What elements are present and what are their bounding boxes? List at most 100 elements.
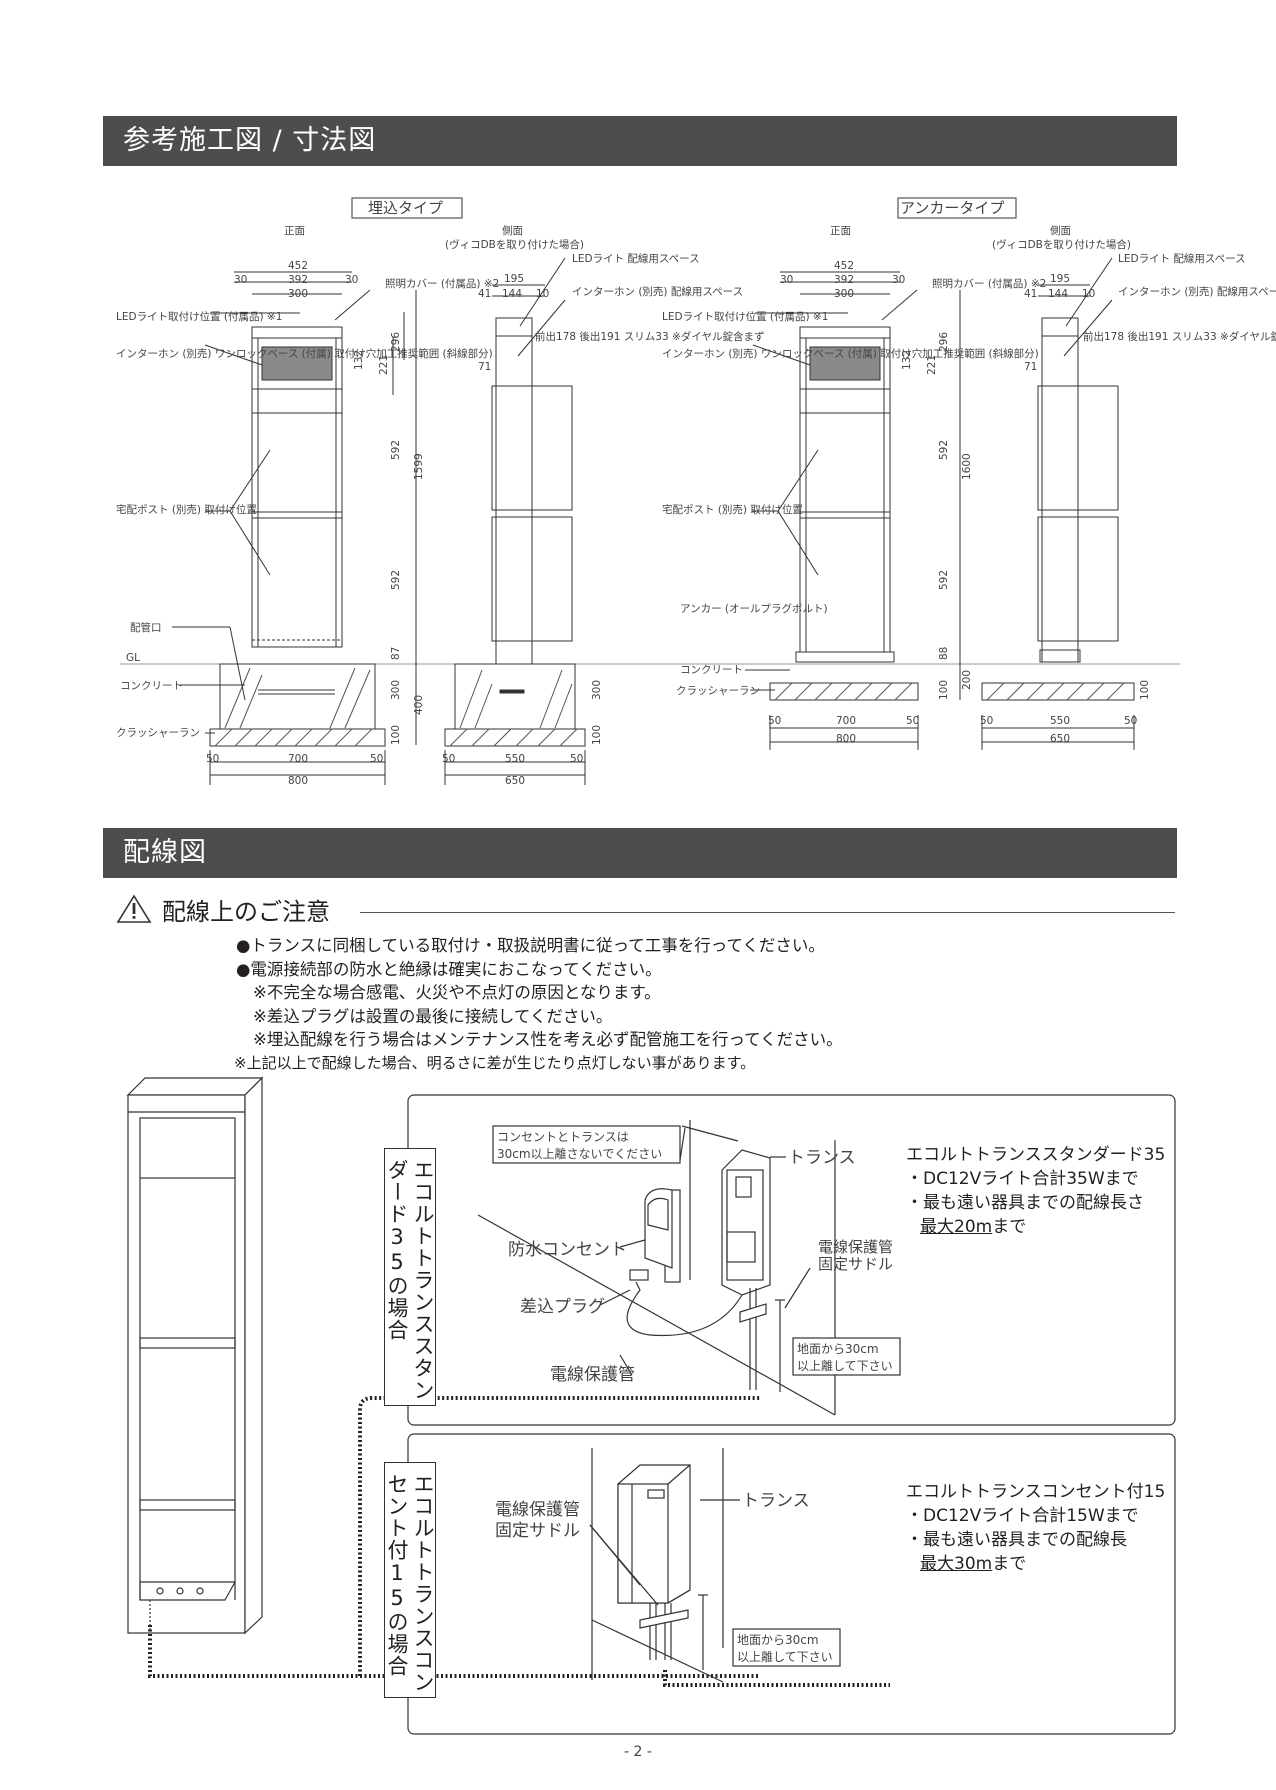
notice-title-text: 配線上のご注意: [162, 897, 330, 926]
dim-30-right: 30: [780, 274, 793, 286]
dim-650-left: 650: [505, 775, 525, 787]
notice-title: 配線上のご注意: [116, 893, 330, 926]
projection-left: 前出178 後出191 スリム33 ※ダイヤル錠含まず: [535, 330, 764, 343]
cover-left: 照明カバー (付属品) ※2: [385, 277, 499, 290]
spec-outlet15: エコルトトランスコンセント付15 ・DC12Vライト合計15Wまで ・最も遠い器…: [906, 1480, 1165, 1576]
notice-line: ※不完全な場合感電、火災や不点灯の原因となります。: [253, 983, 661, 1002]
page-number: - 2 -: [624, 1744, 652, 1760]
dim-650-right: 650: [1050, 733, 1070, 745]
post-pos-right: 宅配ポスト (別売) 取付け位置: [662, 503, 803, 516]
spec-max-suffix: まで: [992, 1554, 1027, 1574]
dim-800-left: 800: [288, 775, 308, 787]
spec-line: ・DC12Vライト合計15Wまで: [906, 1506, 1139, 1526]
dim-144-left: 144: [502, 288, 522, 300]
trans-label-bottom: トランス: [742, 1491, 810, 1511]
note-distance-1: コンセントとトランスは: [497, 1130, 629, 1144]
section-header-construction: 参考施工図 / 寸法図: [103, 116, 1177, 166]
led-pos-right: LEDライト取付け位置 (付属品) ※1: [662, 310, 828, 323]
dim-50d-left: 50: [570, 753, 583, 765]
dim-392-right: 392: [834, 274, 854, 286]
notice-rule: [360, 912, 1175, 913]
cover-right: 照明カバー (付属品) ※2: [932, 277, 1046, 290]
dim-50c-left: 50: [442, 753, 455, 765]
dim-71-right: 71: [1024, 361, 1037, 373]
saddle-bottom-1: 電線保護管: [495, 1500, 580, 1520]
note-distance-2: 30cm以上離さないでください: [497, 1147, 662, 1161]
dim-300v-left: 300: [390, 680, 402, 700]
dim-50c-right: 50: [980, 715, 993, 727]
concrete-left: コンクリート: [120, 680, 183, 692]
dim-300-right: 300: [834, 288, 854, 300]
spec-line: ・最も遠い器具までの配線長: [906, 1530, 1127, 1550]
dim-221-right: 221: [926, 355, 938, 375]
projection-right: 前出178 後出191 スリム33 ※ダイヤル錠含まず: [1083, 330, 1276, 343]
section-title: 配線図: [123, 837, 207, 868]
side-note-right: (ヴィコDBを取り付けた場合): [992, 238, 1131, 251]
intercom-space-left: インターホン (別売) 配線用スペース: [572, 285, 743, 298]
spec-line: ・DC12Vライト合計35Wまで: [906, 1169, 1139, 1189]
construction-drawings: 埋込タイプ アンカータイプ 正面 側面 (ヴィコDBを取り付けた場合) 正面 側…: [116, 197, 1276, 787]
post-pos-left: 宅配ポスト (別売) 取付け位置: [116, 503, 257, 516]
side-label-left: 側面: [502, 224, 523, 237]
ground-note-bottom-1: 地面から30cm: [737, 1633, 819, 1647]
ground-note-bottom-2: 以上離して下さい: [737, 1650, 833, 1664]
dim-592b-right: 592: [938, 570, 950, 590]
spec-standard35: エコルトトランススタンダード35 ・DC12Vライト合計35Wまで ・最も遠い器…: [906, 1143, 1165, 1239]
notice-list: ●トランスに同梱している取付け・取扱説明書に従って工事を行ってください。 ●電源…: [234, 934, 843, 1075]
section-title: 参考施工図 / 寸法図: [123, 125, 377, 156]
dim-550-left: 550: [505, 753, 525, 765]
dim-592a-left: 592: [390, 440, 402, 460]
gl-label: GL: [126, 652, 140, 664]
dim-132-right: 132: [901, 350, 913, 370]
dim-50d-right: 50: [1124, 715, 1137, 727]
trans-label-top: トランス: [788, 1148, 856, 1168]
ground-note-top-1: 地面から30cm: [797, 1342, 879, 1356]
saddle-top-1: 電線保護管: [818, 1238, 893, 1256]
dim-400: 400: [413, 695, 425, 715]
spec-max-suffix: まで: [992, 1217, 1027, 1237]
pipe-label: 電線保護管: [550, 1365, 635, 1385]
notice-line: ※埋込配線を行う場合はメンテナンス性を考え必ず配管施工を行ってください。: [253, 1030, 843, 1049]
concrete-right: コンクリート: [680, 664, 743, 676]
dim-10-left: 10: [536, 288, 549, 300]
warning-icon: [116, 894, 152, 923]
side-note-left: (ヴィコDBを取り付けた場合): [445, 238, 584, 251]
dim-1600: 1600: [961, 453, 973, 480]
dim-50a-left: 50: [206, 753, 219, 765]
crusher-left: クラッシャーラン: [116, 727, 200, 739]
front-label-right: 正面: [830, 225, 851, 237]
led-space-left: LEDライト 配線用スペース: [572, 252, 700, 265]
anchor-type-label: アンカータイプ: [900, 199, 1004, 217]
dim-41-left: 41: [478, 288, 491, 300]
dim-296-left: 296: [390, 332, 402, 352]
dim-10-right: 10: [1082, 288, 1095, 300]
spec-title: エコルトトランススタンダード35: [906, 1145, 1166, 1165]
dim-221-left: 221: [378, 355, 390, 375]
dim-392-left: 392: [288, 274, 308, 286]
dim-296-right: 296: [938, 332, 950, 352]
dim-700-right: 700: [836, 715, 856, 727]
dim-41-right: 41: [1024, 288, 1037, 300]
dim-452-right: 452: [834, 260, 854, 272]
dim-88: 88: [938, 647, 950, 660]
dim-50b-left: 50: [370, 753, 383, 765]
anchor-label: アンカー (オールプラグボルト): [680, 602, 828, 615]
dim-1599: 1599: [413, 453, 425, 480]
dim-144-right: 144: [1048, 288, 1068, 300]
dim-800-right: 800: [836, 733, 856, 745]
spec-max: 最大20m: [920, 1217, 993, 1237]
dim-452-left: 452: [288, 260, 308, 272]
dim-300v-side: 300: [591, 680, 603, 700]
saddle-bottom-2: 固定サドル: [495, 1521, 580, 1541]
dim-195-right: 195: [1050, 273, 1070, 285]
vlabel-standard35: エコルトトランススタンダード35の場合: [384, 1148, 436, 1406]
dim-195-left: 195: [504, 273, 524, 285]
dim-71-left: 71: [478, 361, 491, 373]
dim-100v-side: 100: [591, 725, 603, 745]
dim-700-left: 700: [288, 753, 308, 765]
dim-50b-right: 50: [906, 715, 919, 727]
dim-50a-right: 50: [768, 715, 781, 727]
dim-132-left: 132: [353, 350, 365, 370]
dim-30b-right: 30: [892, 274, 905, 286]
